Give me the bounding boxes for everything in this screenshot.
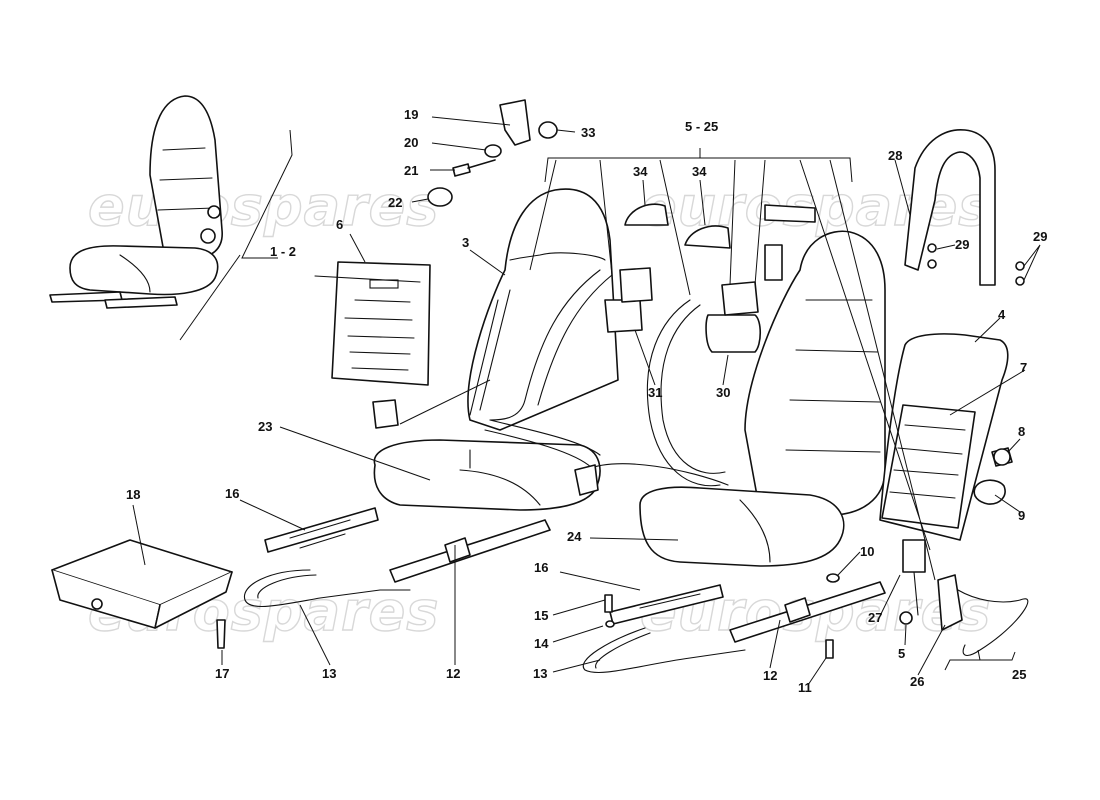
callout-10: 10: [860, 544, 874, 559]
slide-rail-12-right: [729, 581, 886, 643]
buckle-27: [899, 539, 926, 625]
callout-13-right: 13: [533, 666, 547, 681]
slide-rail-16-right: [609, 584, 724, 625]
seat-shell-left-3: [467, 188, 619, 431]
callout-26: 26: [910, 674, 924, 689]
release-bar-13-right: [582, 627, 746, 673]
buckle-26: [937, 574, 1029, 656]
buckle-left: [372, 399, 399, 429]
callout-12-right: 12: [763, 668, 777, 683]
storage-tray-18: [51, 539, 233, 629]
callout-5-25: 5 - 25: [685, 119, 718, 134]
watermark-top-left: eurospares: [88, 175, 439, 238]
callout-12-left: 12: [446, 666, 460, 681]
callout-29-left: 29: [955, 237, 969, 252]
callout-29-right: 29: [1033, 229, 1047, 244]
assembled-seat-thumbnail: [49, 95, 223, 309]
washer-20: [484, 144, 502, 158]
fasteners: [604, 573, 840, 659]
callout-3: 3: [462, 235, 469, 250]
cap-22: [427, 187, 453, 207]
release-bar-13-left: [243, 569, 411, 608]
knob-8: [991, 447, 1013, 467]
label-sheet-6: [314, 261, 431, 386]
callout-18: 18: [126, 487, 140, 502]
seat-belt-harness-31: [484, 267, 729, 496]
callout-25: 25: [1012, 667, 1026, 682]
callout-20: 20: [404, 135, 418, 150]
callout-1-2: 1 - 2: [270, 244, 296, 259]
callout-30: 30: [716, 385, 730, 400]
label-sheet-7: [881, 404, 976, 529]
headrest-28: [904, 129, 1025, 286]
callout-6: 6: [336, 217, 343, 232]
pin-17: [216, 619, 226, 649]
cover-34-right: [684, 225, 731, 249]
callout-16-left: 16: [225, 486, 239, 501]
bolt-21: [452, 159, 496, 177]
callout-19: 19: [404, 107, 418, 122]
callout-8: 8: [1018, 424, 1025, 439]
anchor-plate: [764, 204, 816, 223]
callout-5: 5: [898, 646, 905, 661]
callout-15: 15: [534, 608, 548, 623]
callout-24: 24: [567, 529, 582, 544]
knob-9: [973, 479, 1006, 505]
callout-7: 7: [1020, 360, 1027, 375]
clip-14: [605, 620, 615, 628]
slide-rail-16-left: [264, 507, 379, 553]
callout-21: 21: [404, 163, 418, 178]
anchor-bracket: [764, 244, 783, 281]
callout-11: 11: [798, 680, 812, 695]
leader-lines: [132, 116, 1041, 686]
screw-11: [825, 639, 834, 659]
callout-14: 14: [534, 636, 549, 651]
callout-13-left: 13: [322, 666, 336, 681]
screw-15: [604, 594, 613, 613]
callout-22: 22: [388, 195, 402, 210]
slide-rail-12-left: [389, 519, 551, 583]
callout-4: 4: [998, 307, 1006, 322]
callout-31: 31: [648, 385, 662, 400]
callout-34-right: 34: [692, 164, 707, 179]
callout-labels: 1 - 2 3 4 5 - 25 5 6 7 8 9 10 11 12 12 1…: [126, 107, 1047, 695]
callout-17: 17: [215, 666, 229, 681]
callout-34-left: 34: [633, 164, 648, 179]
seat-cushion-23: [373, 439, 601, 511]
bracket-line-5-25: [544, 148, 853, 183]
retractor-30: [705, 281, 762, 353]
nut-10: [826, 573, 840, 583]
callout-33: 33: [581, 125, 595, 140]
hardware-group: [427, 99, 816, 281]
callout-23: 23: [258, 419, 272, 434]
callout-27: 27: [868, 610, 882, 625]
seat-right-24: [639, 230, 886, 567]
bushing-33: [538, 121, 558, 139]
bracket-19: [499, 99, 531, 146]
callout-9: 9: [1018, 508, 1025, 523]
cover-34-left: [624, 203, 669, 226]
callout-28: 28: [888, 148, 902, 163]
callout-16-right: 16: [534, 560, 548, 575]
bracket-line-1-2: [241, 129, 293, 259]
